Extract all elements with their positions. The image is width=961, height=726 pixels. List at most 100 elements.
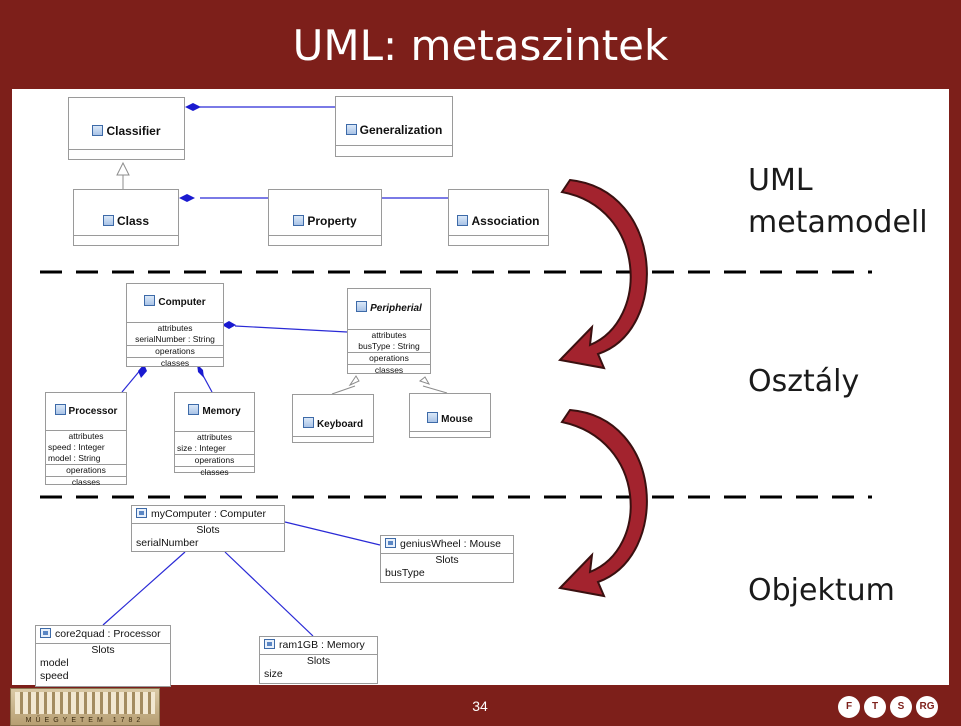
class-name: Processor: [68, 406, 118, 417]
slot: speed: [40, 670, 69, 682]
footer-bar: [0, 685, 961, 726]
operations-label: operations: [127, 345, 223, 357]
generalization-link: [422, 385, 448, 394]
object-mycomputer[interactable]: myComputer : Computer Slots serialNumber: [131, 505, 285, 552]
operations-label: operations: [46, 464, 126, 476]
object-name: geniusWheel : Mouse: [400, 538, 501, 550]
frame-right: [949, 89, 961, 685]
object-name: ram1GB : Memory: [279, 639, 365, 651]
slots-label: Slots: [196, 524, 220, 536]
university-logo: MŰEGYETEM 1782: [10, 688, 160, 726]
slots-label: Slots: [306, 655, 331, 667]
composition-diamond: [179, 194, 195, 202]
link-mycomputer-geniuswheel: [284, 521, 381, 546]
class-name: Memory: [202, 406, 241, 417]
class-icon: [144, 295, 156, 306]
classes-label: classes: [348, 364, 430, 376]
slots-label: Slots: [91, 644, 115, 656]
metaclass-association[interactable]: Association: [448, 189, 549, 246]
slide-title: UML: metaszintek: [292, 21, 669, 70]
operations-label: operations: [175, 454, 254, 466]
class-computer[interactable]: Computer attributes serialNumber : Strin…: [126, 283, 224, 369]
class-name: Computer: [158, 297, 206, 308]
title-bar: [0, 0, 961, 89]
class-icon: [345, 124, 357, 135]
attribute: serialNumber : String: [135, 334, 215, 344]
slot: model: [40, 657, 69, 669]
level-label-object: Objektum: [748, 573, 895, 608]
connector-computer-peripherial: [234, 325, 348, 333]
generalization-triangle: [418, 376, 431, 385]
metaclass-generalization[interactable]: Generalization: [335, 96, 453, 157]
ftsrg-logo: F T S RG: [838, 694, 961, 720]
class-memory[interactable]: Memory attributes size : Integer operati…: [174, 392, 255, 477]
slot: busType: [385, 567, 425, 579]
page-number: 34: [472, 698, 488, 714]
class-name: Association: [471, 214, 540, 228]
object-core2quad[interactable]: core2quad : Processor Slots model speed: [35, 625, 171, 687]
operations-label: operations: [348, 352, 430, 364]
level-label-class: Osztály: [748, 364, 860, 399]
class-keyboard[interactable]: Keyboard: [292, 394, 374, 443]
class-processor[interactable]: Processor attributes speed : Integer mod…: [45, 392, 127, 488]
attribute: speed : Integer: [48, 442, 105, 452]
ftsrg-letter: S: [890, 696, 912, 718]
ftsrg-letter: RG: [916, 696, 938, 718]
generalization-triangle: [348, 375, 360, 387]
level-arrow-class-to-object: [557, 408, 648, 598]
class-icon: [457, 215, 469, 226]
generalization-triangle: [116, 161, 130, 176]
slot: size: [264, 668, 283, 680]
class-name: Keyboard: [316, 419, 364, 430]
class-icon: [102, 215, 114, 226]
object-geniuswheel[interactable]: geniusWheel : Mouse Slots busType: [380, 535, 514, 583]
attribute: size : Integer: [177, 443, 226, 453]
object-ram1gb[interactable]: ram1GB : Memory Slots size: [259, 636, 378, 684]
composition-diamond: [185, 103, 201, 111]
logo-caption: MŰEGYETEM 1782: [25, 717, 145, 724]
instance-icon: [264, 639, 275, 649]
composition-diamond: [222, 321, 236, 329]
class-mouse[interactable]: Mouse: [409, 393, 491, 438]
metaclass-classifier[interactable]: Classifier: [68, 97, 185, 160]
link-mycomputer-core2quad: [102, 551, 186, 626]
class-icon: [54, 404, 66, 415]
composition-diamond: [138, 364, 147, 378]
ftsrg-letter: T: [864, 696, 886, 718]
level-label-metamodel: UML metamodell: [748, 163, 928, 240]
class-icon: [356, 301, 368, 312]
logo-building: [15, 692, 155, 714]
object-name: myComputer : Computer: [151, 508, 266, 520]
class-name: Classifier: [106, 124, 161, 138]
attributes-label: attributes: [348, 329, 430, 341]
class-icon: [293, 215, 305, 226]
classes-label: classes: [127, 357, 223, 369]
class-name: Generalization: [359, 123, 443, 137]
class-peripherial[interactable]: Peripherial attributes busType : String …: [347, 288, 431, 376]
attributes-label: attributes: [127, 322, 223, 334]
class-icon: [427, 412, 439, 423]
slots-label: Slots: [435, 554, 459, 566]
attributes-label: attributes: [175, 431, 254, 443]
class-name: Property: [307, 214, 357, 228]
instance-icon: [385, 538, 396, 548]
frame-left: [0, 89, 12, 685]
level-arrow-metamodel-to-class: [557, 178, 648, 370]
slot: serialNumber: [136, 537, 199, 549]
class-name: Class: [116, 214, 150, 228]
class-icon: [302, 417, 314, 428]
class-name: Mouse: [441, 414, 473, 425]
metaclass-class[interactable]: Class: [73, 189, 179, 246]
instance-icon: [136, 508, 147, 518]
attribute: model : String: [48, 453, 101, 463]
generalization-link: [331, 385, 356, 395]
class-icon: [92, 125, 104, 136]
classes-label: classes: [46, 476, 126, 488]
link-mycomputer-ram1gb: [224, 551, 314, 637]
composition-diamond: [197, 364, 204, 378]
attribute: busType : String: [358, 341, 420, 351]
instance-icon: [40, 628, 51, 638]
metaclass-property[interactable]: Property: [268, 189, 382, 246]
attributes-label: attributes: [46, 430, 126, 442]
